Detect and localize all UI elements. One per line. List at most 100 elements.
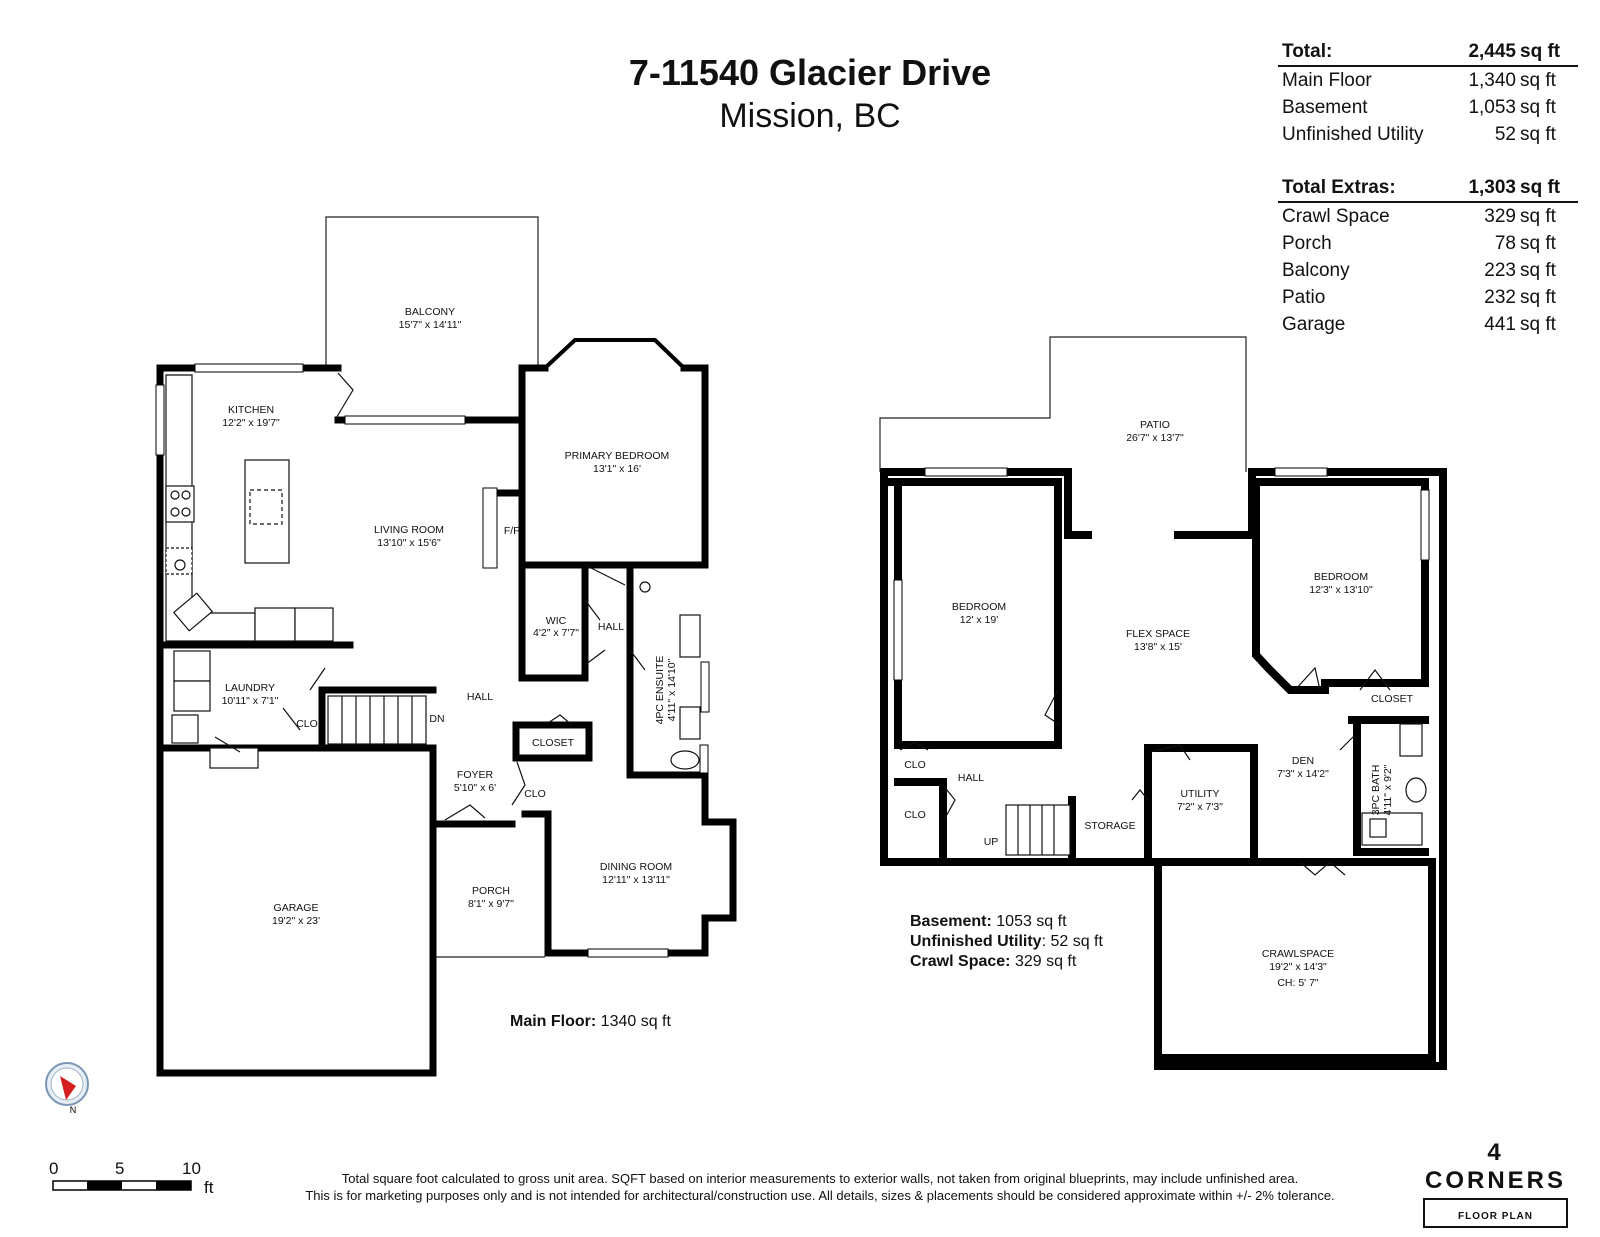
basement-fixtures xyxy=(1361,723,1427,846)
scale-tick-5: 5 xyxy=(115,1159,125,1178)
dryer-icon xyxy=(173,680,211,712)
den-dims: 7'3" x 14'2" xyxy=(1277,768,1329,780)
bath-sink-icon xyxy=(1399,723,1423,757)
title-block: 7-11540 Glacier Drive Mission, BC xyxy=(560,52,1060,138)
storage-label: STORAGE xyxy=(1084,820,1135,832)
laundry-dims: 10'11" x 7'1" xyxy=(222,695,279,707)
porch-row: Porch 78 sq ft xyxy=(1278,230,1578,257)
flex-space-dims: 13'8" x 15' xyxy=(1134,641,1182,653)
den-name: DEN xyxy=(1292,755,1314,767)
utility-dims: 7'2" x 7'3" xyxy=(1177,801,1223,813)
balcony-dims: 15'7" x 14'11" xyxy=(399,319,462,331)
extras-value: 1,303 xyxy=(1468,177,1516,198)
basement-windows xyxy=(893,467,1430,681)
basement-walls xyxy=(880,468,1447,1070)
row-label: Unfinished Utility xyxy=(1282,124,1424,145)
row-value: 232 xyxy=(1484,287,1516,308)
patio-row: Patio 232 sq ft xyxy=(1278,284,1578,311)
kitchen-fixtures xyxy=(165,374,701,770)
bath-name: 3PC BATH xyxy=(1370,765,1382,816)
extras-unit: sq ft xyxy=(1520,177,1561,198)
row-value: 329 xyxy=(1484,206,1516,227)
bedroom-left-dims: 12' x 19' xyxy=(960,614,998,626)
row-label: Garage xyxy=(1282,314,1346,335)
patio-outline xyxy=(879,336,1247,472)
kitchen-dims: 12'2" x 19'7" xyxy=(222,417,280,429)
wic-dims: 4'2" x 7'7" xyxy=(533,627,579,639)
extras-row: Total Extras: 1,303 sq ft xyxy=(1278,174,1578,203)
total-value: 2,445 xyxy=(1468,41,1516,62)
row-unit: sq ft xyxy=(1520,124,1556,145)
balcony-row: Balcony 223 sq ft xyxy=(1278,257,1578,284)
property-city: Mission, BC xyxy=(719,97,901,135)
porch-dims: 8'1" x 9'7" xyxy=(468,898,514,910)
basement-areas: Basement: 1053 sq ft Unfinished Utility:… xyxy=(910,912,1103,972)
main-floor-area-value: 1340 sq ft xyxy=(600,1013,671,1030)
row-unit: sq ft xyxy=(1520,314,1556,335)
row-label: Porch xyxy=(1282,233,1332,254)
area-value: : 52 sq ft xyxy=(1041,933,1103,950)
wic-name: WIC xyxy=(546,615,567,627)
main-floor-plan: BALCONY 15'7" x 14'11" KITCHEN 12'2" x 1… xyxy=(155,216,737,1077)
row-value: 223 xyxy=(1484,260,1516,281)
row-unit: sq ft xyxy=(1520,97,1556,118)
balcony-outline xyxy=(325,216,539,368)
area-label: Basement: xyxy=(910,913,992,930)
garage-row: Garage 441 sq ft xyxy=(1278,311,1578,338)
row-value: 52 xyxy=(1494,124,1516,145)
primary-bedroom-name: PRIMARY BEDROOM xyxy=(565,450,670,462)
crawlspace-dims: 19'2" x 14'3" xyxy=(1269,961,1327,973)
crawlspace-ceiling: CH: 5' 7" xyxy=(1277,977,1319,989)
ensuite-vanity-top xyxy=(679,614,701,658)
washer-icon xyxy=(173,650,211,682)
scale-tick-10: 10 xyxy=(182,1159,201,1178)
total-area-table: Total: 2,445 sq ft Main Floor 1,340 sq f… xyxy=(1278,38,1578,148)
brand-logo: 4 CORNERS FLOOR PLAN xyxy=(1423,1139,1568,1228)
stairs-up-label: UP xyxy=(984,836,999,848)
brand-tagline: FLOOR PLAN xyxy=(1458,1211,1533,1222)
utility-name: UTILITY xyxy=(1180,788,1219,800)
area-label: Crawl Space: xyxy=(910,953,1011,970)
ensuite-name: 4PC ENSUITE xyxy=(654,656,666,725)
row-unit: sq ft xyxy=(1520,287,1556,308)
row-label: Main Floor xyxy=(1282,70,1372,91)
ensuite-dims: 4'11" x 14'10" xyxy=(666,658,678,721)
row-value: 78 xyxy=(1494,233,1516,254)
row-label: Balcony xyxy=(1282,260,1350,281)
crawl-space-row: Crawl Space 329 sq ft xyxy=(1278,203,1578,230)
row-value: 1,340 xyxy=(1468,70,1516,91)
extras-label: Total Extras: xyxy=(1282,177,1396,198)
lower-clo-label: CLO xyxy=(904,809,926,821)
main-floor-area: Main Floor: 1340 sq ft xyxy=(510,1012,671,1032)
living-room-name: LIVING ROOM xyxy=(374,524,444,536)
bedroom-right-dims: 12'3" x 13'10" xyxy=(1309,584,1373,596)
extras-area-table: Total Extras: 1,303 sq ft Crawl Space 32… xyxy=(1278,174,1578,338)
porch-name: PORCH xyxy=(472,885,510,897)
area-value: 1053 sq ft xyxy=(996,913,1067,930)
stairs-down-label: DN xyxy=(429,713,444,725)
foyer-dims: 5'10" x 6' xyxy=(454,782,496,794)
crawlspace-name: CRAWLSPACE xyxy=(1262,948,1334,960)
total-unit: sq ft xyxy=(1520,41,1561,62)
bath-toilet-icon xyxy=(1405,777,1427,803)
area-label: Unfinished Utility xyxy=(910,933,1042,950)
disclaimer-line-1: Total square foot calculated to gross un… xyxy=(341,1171,1299,1186)
row-value: 1,053 xyxy=(1468,97,1516,118)
scale-tick-0: 0 xyxy=(49,1159,59,1178)
basement-row: Basement 1,053 sq ft xyxy=(1278,94,1578,121)
ensuite-toilet-icon xyxy=(670,750,700,770)
basement-stairs xyxy=(1005,804,1071,856)
patio-dims: 26'7" x 13'7" xyxy=(1126,432,1184,444)
disclaimer: Total square foot calculated to gross un… xyxy=(250,1170,1390,1204)
flex-space-name: FLEX SPACE xyxy=(1126,628,1190,640)
primary-bedroom-dims: 13'1" x 16' xyxy=(593,463,641,475)
basement-area-line: Basement: 1053 sq ft xyxy=(910,912,1103,932)
patio-name: PATIO xyxy=(1140,419,1170,431)
main-floor-windows xyxy=(155,363,710,958)
basement-doors xyxy=(899,666,1391,876)
brand-name: 4 CORNERS xyxy=(1424,1139,1566,1194)
total-row: Total: 2,445 sq ft xyxy=(1278,38,1578,67)
bedroom-right-name: BEDROOM xyxy=(1314,571,1368,583)
bedroom-left-name: BEDROOM xyxy=(952,601,1006,613)
